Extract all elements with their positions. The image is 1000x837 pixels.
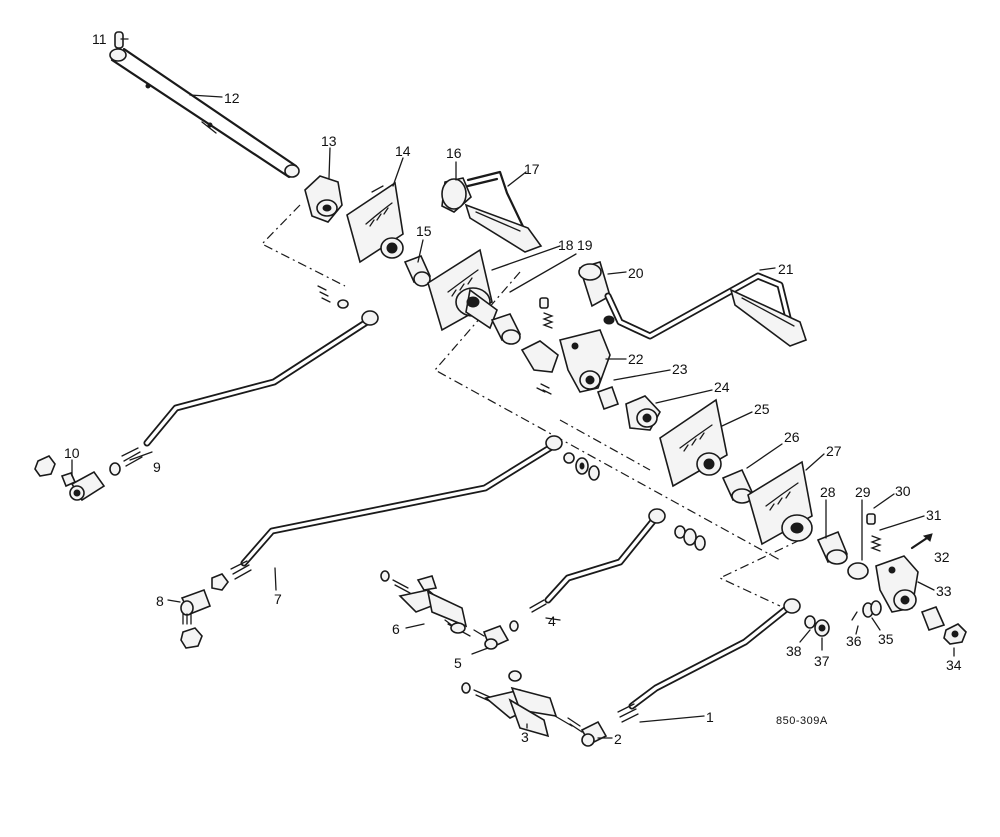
label-part-18: 18: [558, 237, 574, 253]
label-part-16: 16: [446, 145, 462, 161]
rod-part-1: [617, 598, 801, 723]
label-part-34: 34: [946, 657, 962, 673]
bushing-part-29: [847, 562, 869, 580]
label-part-5: 5: [454, 655, 462, 671]
label-part-4: 4: [548, 613, 556, 629]
rod-end-part-2: [567, 717, 608, 747]
label-part-37: 37: [814, 653, 830, 669]
bushing-part-15: [403, 254, 432, 287]
plate-part-25: [659, 398, 728, 488]
rod-end-part-8: [180, 573, 229, 649]
plate-part-27: [747, 460, 813, 546]
label-part-15: 15: [416, 223, 432, 239]
label-part-22: 22: [628, 351, 644, 367]
label-part-33: 33: [936, 583, 952, 599]
label-part-32: 32: [934, 549, 950, 565]
bushing-part-19: [490, 313, 522, 345]
bracket-part-22: [520, 329, 611, 393]
bracket-part-24: [625, 395, 661, 431]
rod-part-4: [509, 508, 706, 632]
bracket-part-33: [875, 555, 919, 613]
label-part-19: 19: [577, 237, 593, 253]
leader-lines: [71, 38, 955, 739]
pin-part-30: [866, 513, 876, 525]
nut-part-34: [943, 623, 967, 645]
label-part-13: 13: [321, 133, 337, 149]
label-part-30: 30: [895, 483, 911, 499]
label-part-20: 20: [628, 265, 644, 281]
washers-part-37-38: [804, 615, 830, 637]
valve-part-6: [380, 570, 471, 637]
spring-and-pin-group: [536, 297, 615, 395]
bushing-part-26: [721, 468, 754, 504]
label-part-38: 38: [786, 643, 802, 659]
rod-end-part-5: [473, 625, 510, 650]
label-part-1: 1: [706, 709, 714, 725]
bolt-part-32: [910, 533, 933, 550]
rod-part-7: [230, 435, 600, 580]
label-part-8: 8: [156, 593, 164, 609]
label-part-23: 23: [672, 361, 688, 377]
valve-part-3: [461, 670, 573, 738]
label-part-24: 24: [714, 379, 730, 395]
label-part-6: 6: [392, 621, 400, 637]
rod-part-9: [121, 285, 379, 467]
label-part-3: 3: [521, 729, 529, 745]
label-part-12: 12: [224, 90, 240, 106]
label-part-28: 28: [820, 484, 836, 500]
plate-part-14: [346, 181, 404, 264]
bushing-part-33b: [920, 605, 946, 631]
label-part-26: 26: [784, 429, 800, 445]
knob-part-20: [578, 261, 611, 308]
phantom-lines: [261, 204, 801, 607]
washers-part-35: [862, 600, 882, 618]
shaft-part-12: [109, 47, 300, 179]
label-part-11: 11: [92, 31, 107, 47]
plate-part-18: [427, 248, 498, 332]
spring-part-31: [870, 535, 882, 552]
rod-end-part-10: [34, 455, 121, 502]
knob-part-16: [441, 177, 472, 213]
label-part-7: 7: [274, 591, 282, 607]
part-labels: 1 2 3 4 5 6 7 8 9 10 11 12 13 14 15 16 1…: [64, 31, 962, 747]
pin-part-36: [851, 611, 858, 621]
drawing-reference: 850-309A: [776, 715, 828, 727]
lever-part-21: [604, 272, 808, 347]
label-part-31: 31: [926, 507, 942, 523]
label-part-10: 10: [64, 445, 80, 461]
label-part-25: 25: [754, 401, 770, 417]
label-part-9: 9: [153, 459, 161, 475]
label-part-29: 29: [855, 484, 871, 500]
label-part-17: 17: [524, 161, 540, 177]
label-part-27: 27: [826, 443, 842, 459]
bushing-part-23: [596, 385, 620, 411]
bracket-part-13: [304, 175, 343, 223]
label-part-35: 35: [878, 631, 894, 647]
bushing-part-28: [816, 530, 849, 565]
lever-part-17: [464, 170, 543, 253]
pin-part-11: [114, 31, 124, 49]
label-part-14: 14: [395, 143, 411, 159]
label-part-36: 36: [846, 633, 862, 649]
label-part-21: 21: [778, 261, 794, 277]
label-part-2: 2: [614, 731, 622, 747]
